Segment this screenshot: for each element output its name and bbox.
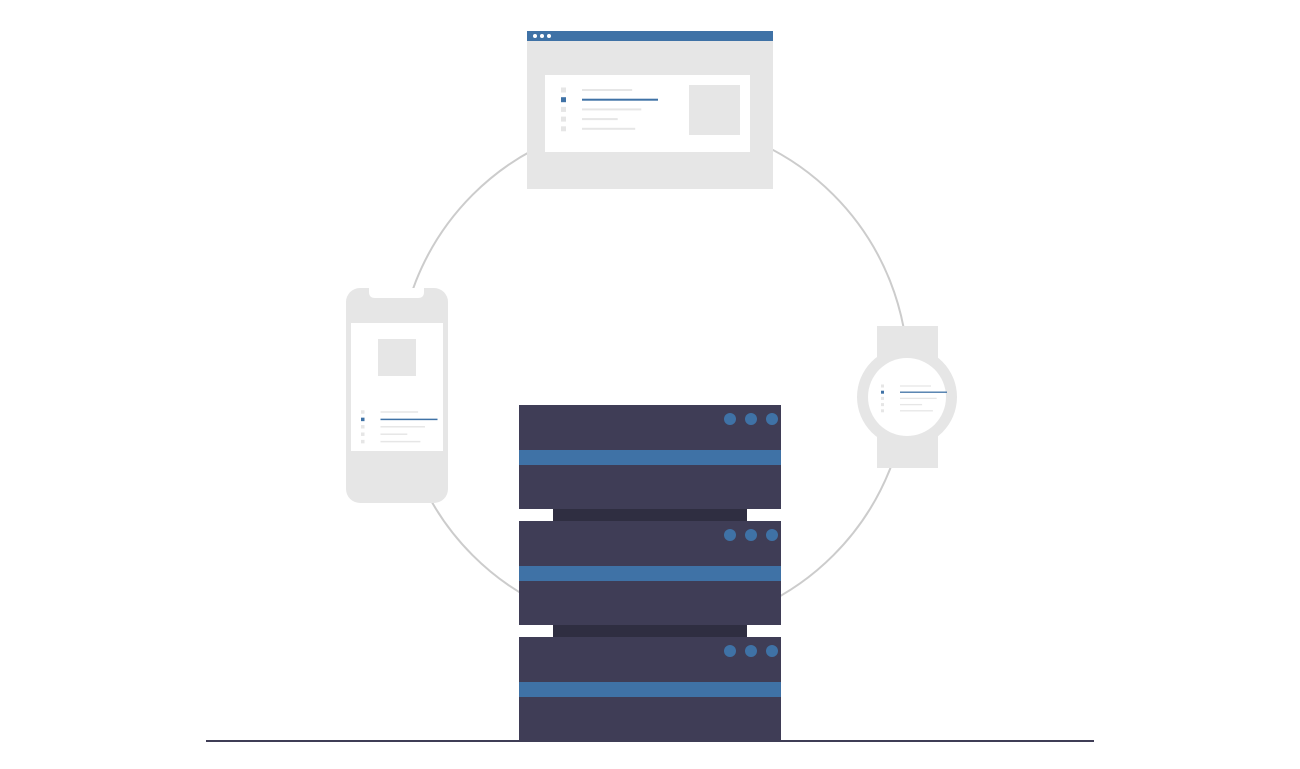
list-bullet <box>561 87 566 93</box>
server-stack <box>519 405 781 741</box>
list-line-active <box>900 391 947 393</box>
list-line <box>380 411 419 413</box>
server-led-icon <box>745 413 757 425</box>
smartphone <box>346 288 448 503</box>
phone-list <box>361 410 438 444</box>
server-led-icon <box>745 529 757 541</box>
list-line <box>582 108 642 111</box>
server-led-icon <box>766 529 778 541</box>
watch-face <box>868 358 946 436</box>
server-led-icon <box>724 645 736 657</box>
list-bullet <box>361 439 365 444</box>
server-led-icon <box>724 529 736 541</box>
list-bullet <box>881 396 884 400</box>
list-line <box>900 385 932 387</box>
list-bullet <box>881 384 884 388</box>
browser-image-placeholder <box>689 85 740 135</box>
list-bullet-active <box>361 417 365 422</box>
phone-notch <box>369 288 424 298</box>
browser-window <box>527 31 773 189</box>
server-led-icon <box>766 645 778 657</box>
list-line <box>380 440 421 443</box>
list-line <box>582 118 618 121</box>
list-line-active <box>582 98 658 101</box>
server-band <box>519 566 781 581</box>
list-line <box>380 433 408 435</box>
list-line-active <box>380 418 438 421</box>
list-bullet <box>881 409 884 413</box>
phone-image-placeholder <box>378 339 416 376</box>
list-line <box>582 89 633 91</box>
list-bullet <box>361 432 365 436</box>
server-led-icon <box>724 413 736 425</box>
browser-dot-icon <box>540 34 544 38</box>
browser-titlebar <box>527 31 773 41</box>
list-line <box>582 127 636 130</box>
list-bullet <box>361 425 365 429</box>
list-bullet-active <box>881 390 884 394</box>
list-bullet <box>881 403 884 407</box>
list-bullet <box>561 126 566 132</box>
server-led-icon <box>766 413 778 425</box>
server-band <box>519 682 781 697</box>
list-line <box>900 403 923 406</box>
browser-dot-icon <box>547 34 551 38</box>
watch-list <box>881 384 947 413</box>
list-bullet-active <box>561 97 566 103</box>
server-connector <box>553 509 747 521</box>
server-connector <box>553 625 747 637</box>
smartwatch <box>857 326 957 468</box>
list-bullet <box>561 106 566 112</box>
list-line <box>900 397 937 400</box>
browser-list <box>561 87 658 132</box>
list-line <box>380 426 425 428</box>
server-band <box>519 450 781 465</box>
browser-dot-icon <box>533 34 537 38</box>
list-bullet <box>361 410 365 414</box>
list-bullet <box>561 116 566 122</box>
list-line <box>900 410 933 412</box>
server-led-icon <box>745 645 757 657</box>
